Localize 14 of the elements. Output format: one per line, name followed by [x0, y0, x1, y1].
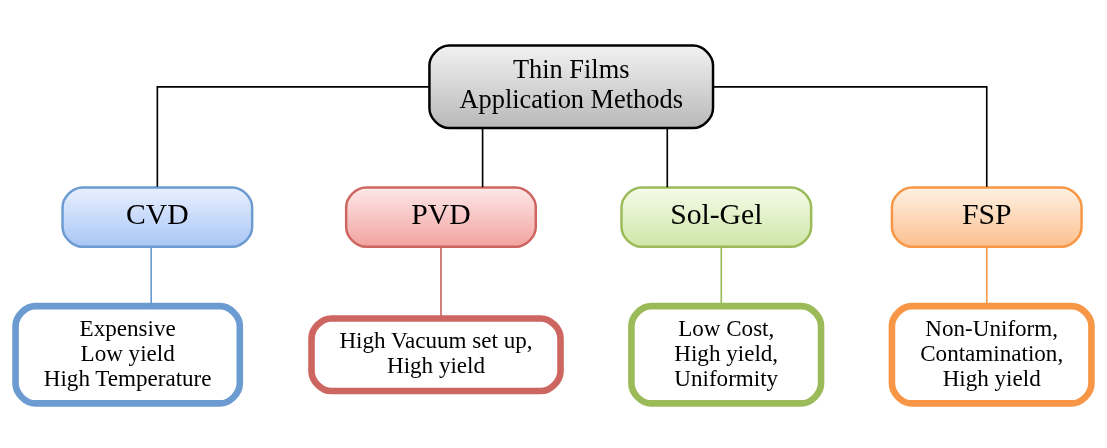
connector — [712, 85, 988, 188]
node-box: High Vacuum set up, High yield — [308, 314, 564, 394]
connector — [156, 85, 431, 188]
node-box: Sol-Gel — [620, 185, 813, 248]
connector — [440, 245, 442, 319]
node-box: CVD — [61, 185, 254, 248]
node-box: Thin Films Application Methods — [428, 43, 715, 129]
node-box: PVD — [344, 185, 537, 248]
node-box: FSP — [890, 185, 1083, 248]
connector — [481, 127, 484, 188]
node-box: Expensive Low yield High Temperature — [12, 302, 244, 407]
node-box: Non-Uniform, Contamination, High yield — [888, 302, 1095, 407]
node-box: Low Cost, High yield, Uniformity — [628, 302, 825, 407]
connector — [666, 127, 669, 188]
